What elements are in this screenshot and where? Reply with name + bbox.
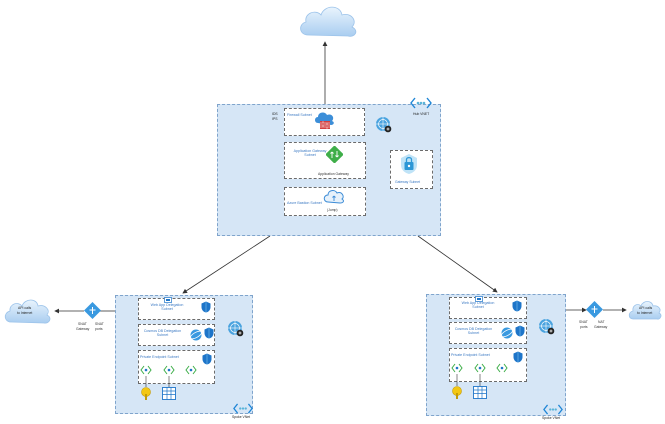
- firewall-subnet-title: Firewall Subnet: [287, 113, 312, 117]
- spoke-right-webapp-subnet: [449, 297, 527, 319]
- hub-address-ids: IDS: [272, 112, 278, 116]
- spoke-left-cosmos-subnet: [138, 324, 215, 346]
- bastion-icon: [323, 190, 344, 204]
- gateway-subnet-title: Gateway Subnet: [395, 180, 421, 184]
- network-security-group-icon: [376, 117, 392, 133]
- spoke-left-nat-line2: Gateway: [76, 327, 90, 331]
- spoke-right-private-endpoint-1-icon: [451, 363, 463, 373]
- spoke-left-vnet-icon: [233, 403, 253, 414]
- spoke-left-private-endpoint-subnet: [138, 350, 215, 384]
- spoke-left-pe-shield-icon: [202, 353, 212, 365]
- hub-address-ips: IPS: [272, 117, 278, 121]
- spoke-left-nat-gateway-icon: [84, 302, 101, 319]
- bastion-icon-caption: (Jump): [327, 208, 338, 212]
- bastion-subnet-title: Azure Bastion Subnet: [287, 201, 322, 205]
- spoke-right-webapp-service-icon: [475, 296, 483, 302]
- spoke-left-cloud-line1: API calls: [18, 306, 32, 310]
- spoke-left-cosmos-icon: [189, 329, 203, 341]
- application-gateway-icon: [326, 146, 343, 163]
- spoke-right-webapp-title: Web App Delegation Subnet: [461, 301, 495, 309]
- spoke-left-cosmos-shield-icon: [204, 327, 214, 339]
- spoke-right-nat-gateway-icon: [586, 301, 603, 318]
- vpn-gateway-lock-icon: [401, 154, 417, 174]
- spoke-right-nat-line3: NAT: [598, 320, 605, 324]
- spoke-left-cosmos-title: Cosmos DB Delegation Subnet: [143, 329, 182, 337]
- hub-vnet-label: Hub VNET: [413, 112, 430, 116]
- spoke-right-cloud-line1: API calls: [639, 306, 653, 310]
- spoke-left-vnet-label: Spoke VNet: [232, 415, 251, 419]
- spoke-left-nat-line1: SNAT: [78, 322, 87, 326]
- hub-to-spoke-right-arrow: [417, 235, 498, 293]
- spoke-right-api-cloud-icon: [628, 301, 662, 320]
- spoke-left-nat-line4: ports: [95, 327, 103, 331]
- appgw-subnet-title-line: Application Gateway Subnet: [293, 149, 327, 157]
- spoke-left-nsg-icon: [228, 321, 244, 337]
- spoke-left-private-endpoint-2-icon: [163, 365, 175, 375]
- spoke-right-cloud-line2: to Internet: [637, 311, 653, 315]
- spoke-right-vnet-icon: [543, 404, 563, 415]
- spoke-right-nat-line4: Gateway: [594, 325, 608, 329]
- spoke-left-webapp-service-icon: [164, 297, 172, 303]
- spoke-right-pe-shield-icon: [513, 351, 523, 363]
- hub-to-spoke-left-arrow: [182, 235, 271, 294]
- spoke-right-nat-line1: SNAT: [579, 320, 588, 324]
- spoke-left-private-endpoint-3-icon: [185, 365, 197, 375]
- spoke-left-webapp-title: Web App Delegation Subnet: [150, 303, 184, 311]
- spoke-right-private-endpoint-3-icon: [496, 363, 508, 373]
- spoke-right-nsg-icon: [539, 319, 555, 335]
- spoke-right-private-endpoint-2-icon: [474, 363, 486, 373]
- spoke-right-storage-icon: [473, 386, 487, 399]
- vnet-icon: [410, 97, 432, 109]
- spoke-right-key-vault-icon: [452, 386, 462, 399]
- spoke-left-key-vault-icon: [141, 387, 151, 400]
- internet-cloud-icon: [300, 6, 357, 37]
- firewall-icon: [315, 112, 334, 129]
- spoke-left-api-cloud-icon: [4, 299, 51, 324]
- spoke-right-cosmos-subnet: [449, 322, 527, 344]
- spoke-right-webapp-shield-icon: [512, 300, 522, 312]
- spoke-right-vnet-label: Spoke VNet: [542, 416, 561, 420]
- spoke-left-private-endpoint-title: Private Endpoint Subnet: [140, 355, 179, 359]
- spoke-right-cosmos-shield-icon: [515, 325, 525, 337]
- spoke-right-nat-line2: ports: [580, 325, 588, 329]
- spoke-right-cosmos-title: Cosmos DB Delegation Subnet: [454, 327, 493, 335]
- spoke-left-webapp-subnet: [138, 298, 215, 320]
- appgw-subnet: [284, 142, 366, 179]
- spoke-right-cosmos-icon: [500, 327, 514, 339]
- spoke-left-webapp-shield-icon: [201, 301, 211, 313]
- spoke-left-private-endpoint-1-icon: [140, 365, 152, 375]
- spoke-left-storage-icon: [162, 387, 176, 400]
- spoke-left-cloud-line2: to Internet: [17, 311, 33, 315]
- appgw-icon-caption: Application Gateway: [318, 172, 349, 176]
- spoke-right-private-endpoint-title: Private Endpoint Subnet: [451, 353, 490, 357]
- firewall-subnet: [284, 108, 365, 136]
- spoke-left-nat-line3: SNAT: [95, 322, 104, 326]
